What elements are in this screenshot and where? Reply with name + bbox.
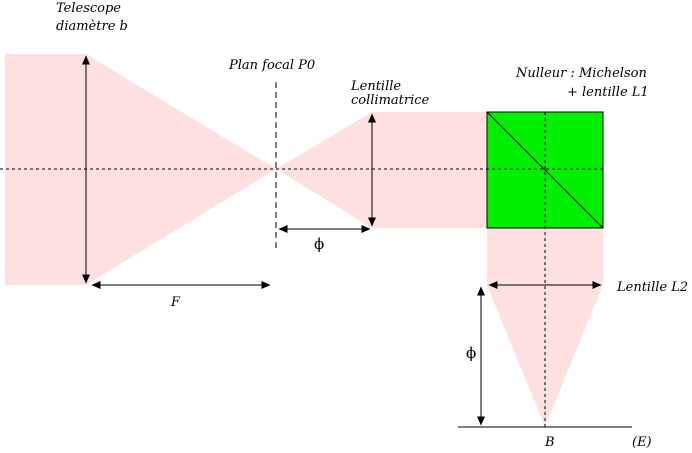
screen-e-label: (E) (632, 435, 652, 450)
phi-label-horizontal: ϕ (314, 235, 324, 253)
phi-label-vertical: ϕ (466, 344, 476, 362)
collimated-beam (372, 112, 488, 228)
nuller-label-line2: + lentille L1 (567, 85, 649, 100)
focal-plane-label: Plan focal P0 (228, 58, 315, 73)
beam-splitter-diagonal (486, 111, 604, 229)
collimator-label-line2: collimatrice (351, 93, 430, 108)
focused-output-beam (487, 285, 603, 427)
telescope-label-line2: diamètre b (56, 19, 128, 34)
lens-l2-label: Lentille L2 (616, 280, 688, 295)
point-b-label: B (544, 435, 555, 450)
nuller-label-line1: Nulleur : Michelson (515, 66, 647, 81)
focal-length-label: F (170, 295, 181, 310)
collimator-label-line1: Lentille (350, 79, 401, 94)
telescope-label-line1: Telescope (56, 1, 121, 16)
diverging-beam (276, 112, 372, 228)
